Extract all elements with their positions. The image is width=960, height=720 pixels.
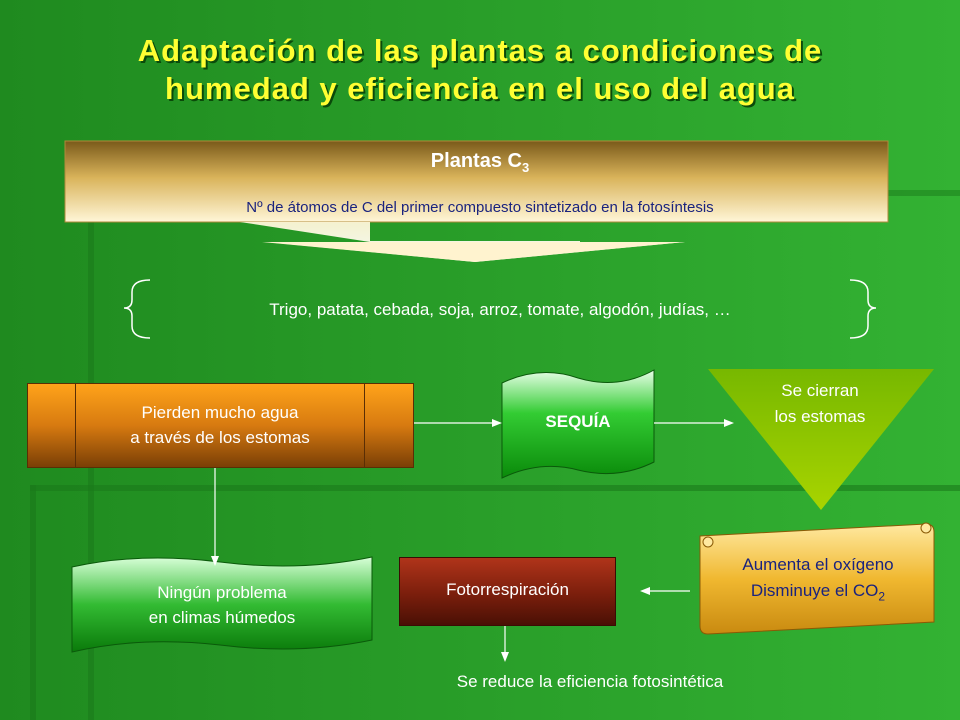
estomas-line-1: Se cierran — [781, 381, 859, 400]
ningun-label: Ningún problema en climas húmedos — [72, 580, 372, 630]
background-stripe — [30, 485, 960, 491]
banner-band — [64, 140, 889, 223]
pierden-agua-box: Pierden mucho agua a través de los estom… — [27, 383, 414, 468]
page-title: Adaptación de las plantas a condiciones … — [0, 32, 960, 108]
sequia-label: SEQUÍA — [545, 412, 611, 431]
title-line-1: Adaptación de las plantas a condiciones … — [137, 33, 823, 68]
fotorrespiracion-label: Fotorrespiración — [446, 580, 569, 599]
arrow-head — [501, 652, 509, 662]
oxigeno-line-1: Aumenta el oxígeno — [742, 555, 894, 574]
left-brace — [123, 279, 151, 339]
ningun-node — [71, 556, 373, 653]
title-line-2: humedad y eficiencia en el uso del agua — [165, 71, 795, 106]
ningun-line-2: en climas húmedos — [148, 608, 296, 627]
arrow-head — [724, 419, 734, 427]
banner-subtitle: Nº de átomos de C del primer compuesto s… — [246, 199, 714, 216]
crop-examples: Trigo, patata, cebada, soja, arroz, toma… — [269, 300, 731, 319]
pierden-line-1: Pierden mucho agua — [141, 403, 299, 422]
scroll-curl — [702, 536, 714, 548]
pierden-line-2: a través de los estomas — [130, 428, 310, 447]
banner-arrow-tip — [262, 242, 685, 262]
eficiencia-label: Se reduce la eficiencia fotosintética — [456, 672, 724, 691]
arrow-head — [211, 556, 219, 566]
estomas-line-2: los estomas — [774, 407, 866, 426]
scroll-curl — [920, 522, 932, 534]
arrow-head — [492, 419, 502, 427]
fotorrespiracion-box: Fotorrespiración — [399, 557, 616, 626]
oxigeno-line-2: Disminuye el CO2 — [750, 581, 886, 604]
oxigeno-label: Aumenta el oxígeno Disminuye el CO2 — [702, 552, 934, 609]
right-brace — [849, 279, 877, 339]
background-stripe — [88, 220, 94, 720]
banner-heading: Plantas C3 — [430, 150, 530, 175]
background-stripe — [30, 485, 36, 720]
ningun-line-1: Ningún problema — [157, 583, 287, 602]
sequia-node — [501, 369, 655, 479]
arrow-head — [640, 587, 650, 595]
estomas-label: Se cierran los estomas — [730, 378, 910, 430]
estomas-triangle — [708, 369, 934, 510]
